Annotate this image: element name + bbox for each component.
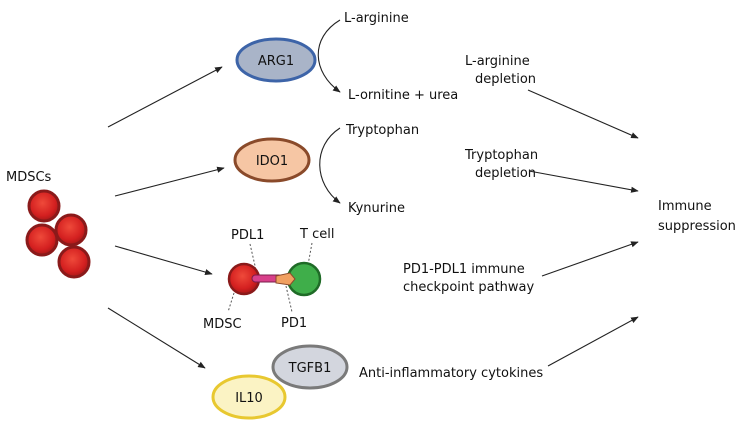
arg1-product: L-ornitine + urea [348,88,458,103]
arg1-substrate: L-arginine [344,11,409,26]
ido1-substrate: Tryptophan [345,123,419,138]
pd1-leader-line [285,285,293,313]
mdsc-label: MDSC [203,317,242,332]
arg1-node: ARG1 [235,37,317,83]
mdsc-cell [54,213,88,247]
tgfb1-label: TGFB1 [288,361,332,376]
arginine-depletion-line2: depletion [475,72,536,87]
mdsc-leader-line [227,292,235,313]
pd1-label: PD1 [281,316,307,331]
tcell-label: T cell [299,227,334,242]
il10-node: IL10 [211,374,287,420]
ido1-reaction-arrow [319,127,341,204]
arginine-depletion-line1: L-arginine [465,54,530,69]
arrow-tryptophan-to-suppression [528,170,639,193]
immune-suppression-line2: suppression [658,219,736,234]
tcell-leader-line [307,242,313,266]
mdsc-cell [25,223,59,257]
checkpoint-pathway-line1: PD1-PDL1 immune [403,262,525,277]
arrow-arginine-to-suppression [527,89,639,139]
checkpoint-illustration: PDL1 T cell MDSC PD1 [203,227,334,332]
il10-label: IL10 [235,391,263,406]
arrow-mdsc-to-cytokines [107,307,206,369]
arrow-mdsc-to-ido1 [114,166,225,197]
arrow-cytokines-to-suppression [547,316,639,367]
immune-suppression-line1: Immune [658,199,712,214]
arrow-checkpoint-to-suppression [541,241,639,277]
ido1-node: IDO1 [233,137,311,183]
tryptophan-depletion-line1: Tryptophan [464,148,538,163]
arg1-reaction-arrow [317,19,341,93]
arrow-mdsc-to-checkpoint [114,245,213,276]
mdsc-cell-cluster [25,189,91,279]
checkpoint-pathway-line2: checkpoint pathway [403,280,535,295]
arrow-mdsc-to-arg1 [107,66,223,128]
mdsc-cell [27,189,61,223]
ido1-product: Kynurine [348,201,405,216]
pd1-receptor [275,272,296,286]
pdl1-label: PDL1 [231,228,264,243]
mdscs-label: MDSCs [6,170,52,185]
ido1-label: IDO1 [256,154,288,169]
tryptophan-depletion-line2: depletion [475,166,536,181]
arg1-label: ARG1 [258,54,294,69]
tgfb1-node: TGFB1 [271,344,349,390]
mdsc-cell [57,245,91,279]
pdl1-leader-line [249,243,257,271]
cytokines-label: Anti-inflammatory cytokines [359,366,543,381]
